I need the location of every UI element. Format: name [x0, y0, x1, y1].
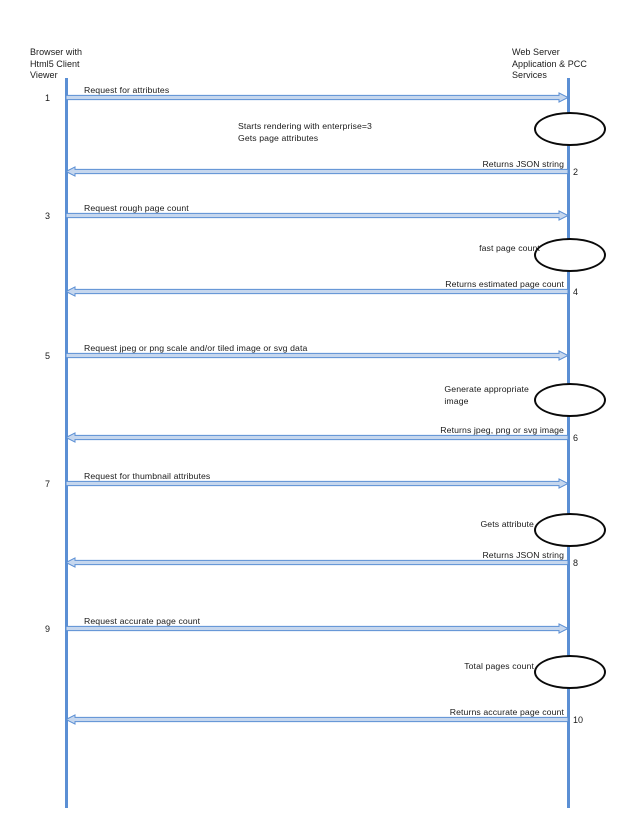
activity-note: Total pages count	[464, 661, 534, 671]
message-label: Returns JSON string	[482, 550, 564, 560]
message-3: Request rough page count 3	[0, 196, 624, 222]
message-index: 2	[573, 167, 579, 177]
activity-oval	[534, 513, 606, 547]
message-index: 1	[45, 93, 51, 103]
message-index: 9	[45, 624, 51, 634]
message-6: Returns jpeg, png or svg image 6	[0, 418, 624, 444]
message-index: 7	[45, 479, 51, 489]
arrow-shape	[65, 350, 570, 361]
message-7: Request for thumbnail attributes 7	[0, 464, 624, 490]
activity-oval	[534, 112, 606, 146]
lifeline-client	[65, 78, 68, 808]
message-label: Returns JSON string	[482, 159, 564, 169]
activity-note: Generate appropriate image	[444, 384, 529, 406]
participant-label-client: Browser with Html5 Client Viewer	[30, 47, 83, 80]
message-index: 10	[573, 715, 584, 725]
arrow-shape	[64, 286, 569, 297]
activity-note: Gets attribute	[480, 519, 534, 529]
message-index: 3	[45, 211, 51, 221]
activity-oval	[534, 238, 606, 272]
message-label: Returns accurate page count	[449, 707, 564, 717]
message-index: 6	[573, 433, 579, 443]
message-label: Request for attributes	[84, 85, 170, 95]
message-9: Request accurate page count 9	[0, 609, 624, 635]
activity-note: fast page count	[479, 243, 540, 253]
message-label: Request jpeg or png scale and/or tiled i…	[84, 343, 308, 353]
lifeline-server	[567, 78, 570, 808]
activity-oval	[534, 383, 606, 417]
message-label: Request for thumbnail attributes	[84, 471, 211, 481]
message-label: Request accurate page count	[84, 616, 201, 626]
arrow-shape	[64, 432, 569, 443]
activity-note: Starts rendering with enterprise=3 Gets …	[237, 121, 372, 143]
message-10: Returns accurate page count 10	[0, 700, 624, 726]
message-label: Returns jpeg, png or svg image	[440, 425, 564, 435]
message-label: Request rough page count	[84, 203, 189, 213]
message-5: Request jpeg or png scale and/or tiled i…	[0, 336, 624, 362]
message-index: 8	[573, 558, 579, 568]
message-4: Returns estimated page count 4	[0, 272, 624, 298]
arrow-shape	[65, 92, 570, 103]
message-8: Returns JSON string 8	[0, 543, 624, 569]
message-label: Returns estimated page count	[445, 279, 564, 289]
arrow-shape	[65, 478, 570, 489]
arrow-shape	[64, 714, 569, 725]
arrow-shape	[65, 623, 570, 634]
message-index: 4	[573, 287, 579, 297]
arrow-shape	[64, 557, 569, 568]
message-index: 5	[45, 351, 51, 361]
activity-oval	[534, 655, 606, 689]
message-1: Request for attributes 1	[0, 78, 624, 104]
participant-label-server: Web Server Application & PCC Services	[512, 47, 587, 80]
message-2: Returns JSON string 2	[0, 152, 624, 178]
arrow-shape	[65, 210, 570, 221]
arrow-shape	[64, 166, 569, 177]
